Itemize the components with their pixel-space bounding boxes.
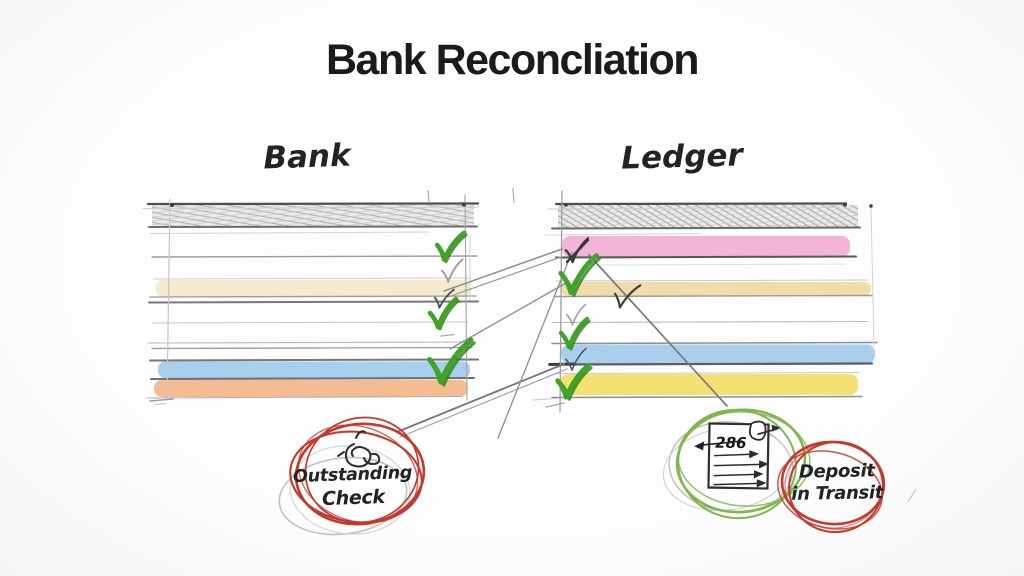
ledger-row-yellow [560,374,858,395]
bank-table [142,194,480,405]
ledger-row-tan [561,282,871,296]
connector-line [449,282,567,350]
document-text-lines [713,450,769,488]
strike-arrow [699,440,743,447]
ledger-row-blue [561,344,875,364]
connector-line [443,248,563,292]
bank-table-header [152,205,474,227]
check-document-icon: 286 [694,420,781,490]
ledger-table-header [558,205,858,228]
ledger-table [532,190,878,413]
connector-line [447,256,562,298]
deposit-in-transit-circle [777,440,917,534]
connector-line [497,251,573,439]
connector-line [588,254,728,407]
column-header-bank: Bank [262,137,352,177]
dark-x-stroke [565,238,590,264]
outstanding-check-label: Outstanding Check [280,462,426,513]
outstanding-check-circle [278,416,426,536]
bank-row-orange [154,380,468,397]
bank-row-blue [158,361,470,378]
connector-lines [396,248,728,439]
folded-corner [748,420,767,441]
hand-doodle-icon [337,430,381,468]
deposit-label-line1: Deposit [798,460,875,483]
column-header-ledger: Ledger [620,137,744,177]
pencil-checkmarks [432,237,642,372]
ledger-table-lines [532,190,878,413]
guide-ticks [427,187,515,204]
deposit-label-line2: in Transit [791,482,884,505]
ledger-row-pink [562,236,850,257]
page-title: Bank Reconcliation [325,36,700,84]
bank-table-lines [142,194,480,405]
deposit-in-transit-label: Deposit in Transit [772,460,903,506]
document-circle: 286 [662,408,811,520]
connector-line [399,368,568,438]
bank-row-tan [156,280,470,297]
connector-line [396,363,565,433]
